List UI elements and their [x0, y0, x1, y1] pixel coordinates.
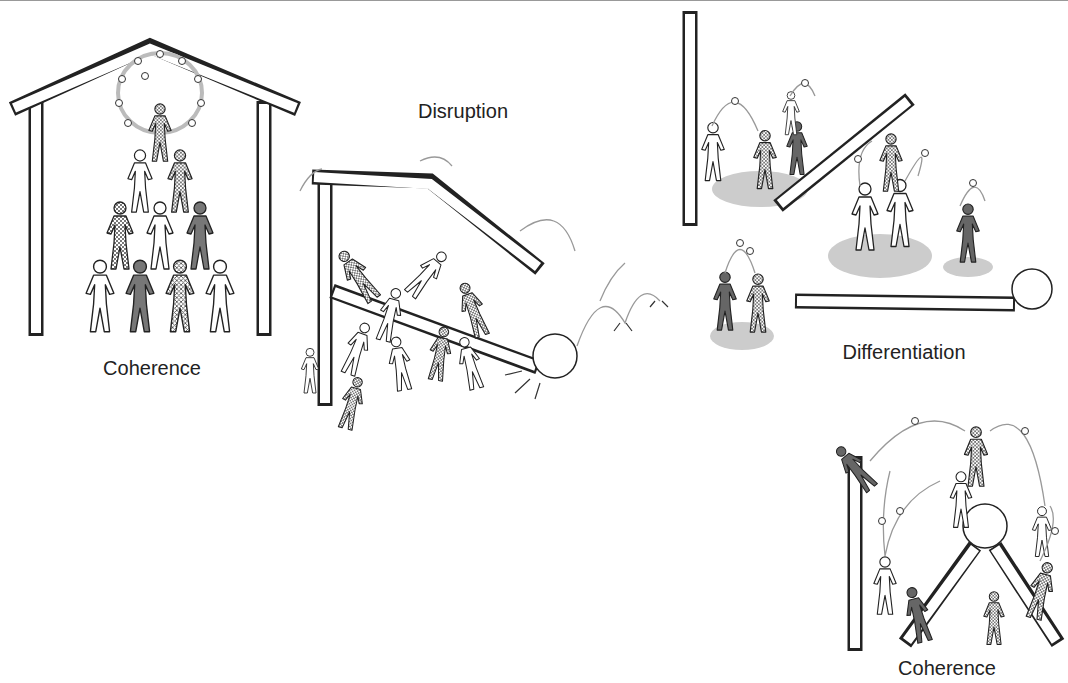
person: [335, 375, 368, 431]
pillar: [685, 14, 695, 223]
person: [86, 260, 114, 331]
new-coherence-scene: [830, 418, 1059, 652]
shadow: [828, 234, 932, 278]
person: [149, 104, 171, 161]
beam: [795, 301, 1015, 304]
stage-label: Differentiation: [842, 341, 965, 364]
person: [880, 134, 902, 191]
juggling-arcs: [712, 80, 985, 274]
person: [147, 202, 173, 269]
pyramid: [86, 104, 234, 332]
person: [957, 204, 980, 262]
person: [453, 335, 486, 391]
person: [702, 123, 725, 181]
pillar: [36, 104, 264, 333]
person: [984, 592, 1004, 645]
juggling-arcs: [870, 418, 1059, 562]
stage-label: Coherence: [103, 357, 201, 380]
juggling-groups: [702, 92, 980, 332]
person: [385, 335, 415, 391]
person: [787, 122, 807, 175]
pillar: [850, 459, 860, 648]
a-frame-beam: [907, 548, 1056, 641]
person: [126, 260, 154, 331]
person: [714, 272, 737, 330]
beam: [797, 301, 1013, 304]
person: [128, 150, 152, 212]
person: [783, 92, 800, 135]
impact-lines: [505, 371, 540, 399]
bounce-marks: [614, 301, 668, 331]
coherence-house: [12, 46, 298, 336]
differentiation-scene: [690, 11, 1052, 350]
person: [338, 320, 376, 377]
disruption-scene: [300, 157, 668, 431]
person: [425, 325, 455, 381]
person: [206, 260, 234, 331]
pillar: [683, 11, 698, 226]
person: [166, 260, 194, 331]
person: [964, 427, 987, 486]
person: [107, 202, 133, 269]
person: [332, 246, 383, 306]
person: [900, 585, 935, 644]
person: [453, 280, 492, 340]
person: [373, 286, 407, 343]
roof-beam: [14, 49, 296, 108]
person: [852, 183, 878, 250]
pillar: [320, 182, 330, 403]
person: [874, 557, 896, 614]
roof-beam: [12, 46, 298, 109]
scattered-people: [301, 246, 492, 431]
juggling-balls: [116, 51, 205, 127]
person: [830, 441, 879, 494]
person: [747, 274, 770, 332]
shadow: [943, 257, 993, 277]
beam: [780, 101, 908, 204]
pillar: [36, 101, 264, 336]
stage-label: Coherence: [898, 657, 996, 680]
person: [754, 131, 777, 189]
person: [301, 348, 318, 393]
new-formation: [830, 427, 1059, 645]
person: [187, 202, 213, 269]
stage-label: Disruption: [418, 100, 508, 123]
person: [1023, 560, 1059, 621]
person: [887, 180, 913, 247]
bounce-trail: [577, 263, 660, 346]
person: [402, 246, 452, 300]
pillar: [848, 456, 863, 651]
ball: [1012, 269, 1052, 309]
person: [168, 150, 192, 212]
pillar: [318, 179, 333, 406]
person: [1032, 507, 1051, 557]
motion-lines: [300, 157, 575, 251]
beam: [778, 99, 910, 206]
ball: [963, 504, 1007, 548]
person: [950, 472, 972, 528]
wrecking-ball: [533, 334, 577, 378]
